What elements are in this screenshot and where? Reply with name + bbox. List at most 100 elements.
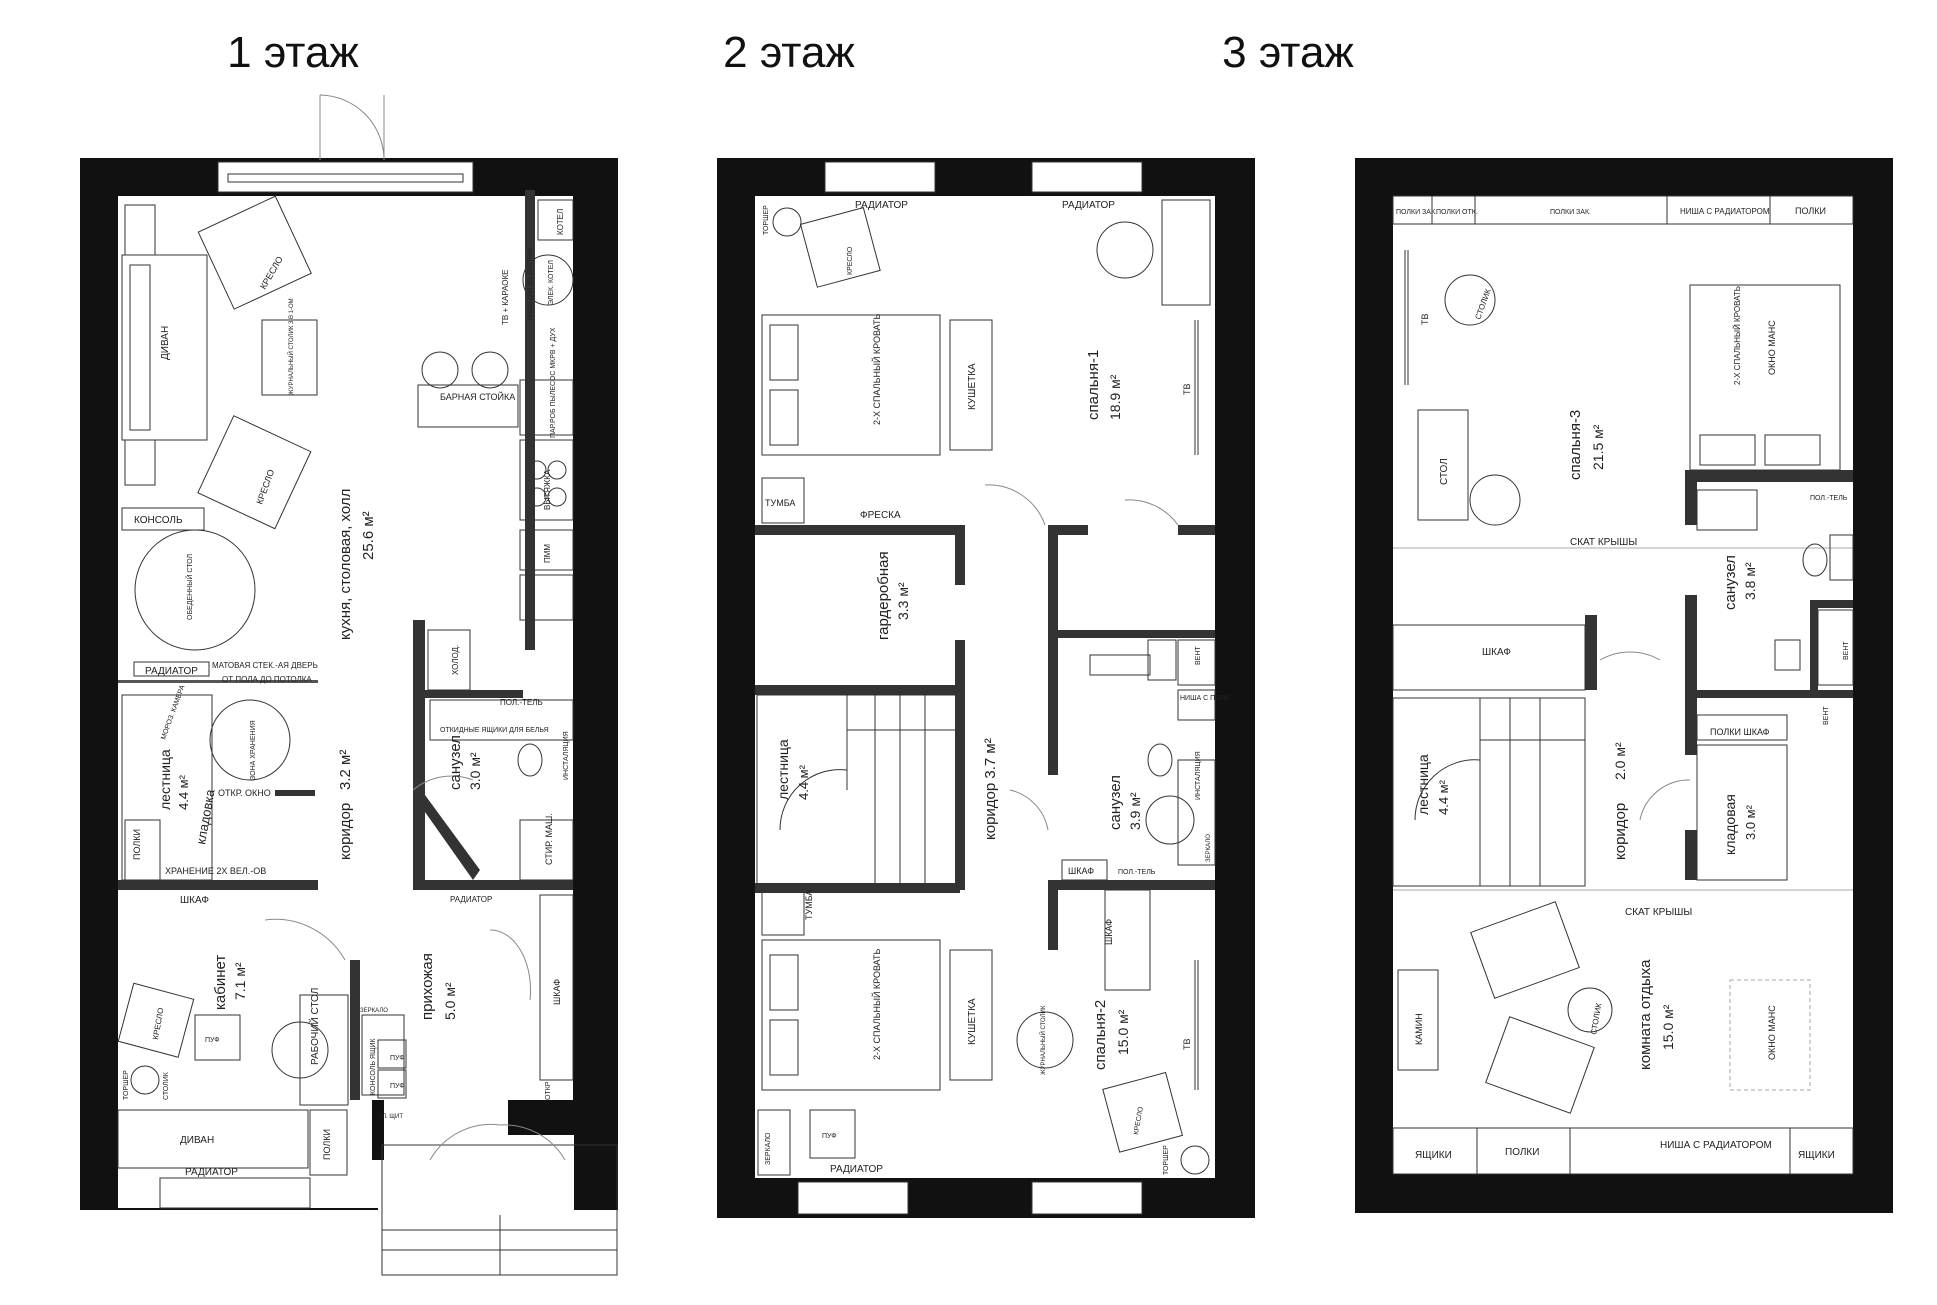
f1-pouf-2: ПУФ — [390, 1055, 405, 1062]
f2-towel: ПОЛ.-ТЕЛЬ — [1118, 869, 1156, 876]
f2-couch-2: КУШЕТКА — [967, 998, 978, 1045]
f2-nightstand-1: ТУМБА — [765, 498, 795, 508]
f3-lounge-area: 15.0 м² — [1660, 1004, 1676, 1050]
f1-office: кабинет — [212, 955, 229, 1010]
f3-shelves-closed-2: ПОЛКИ ЗАК. — [1550, 209, 1591, 216]
f2-stairs: лестница — [775, 739, 791, 800]
f3-towel: ПОЛ.-ТЕЛЬ — [1810, 495, 1848, 502]
f2-bed1: спальня-1 — [1085, 350, 1102, 420]
f2-double-bed-2: 2-Х СПАЛЬНЫЙ КРОВАТЬ — [871, 949, 882, 1060]
f3-lounge: комната отдыха — [1637, 959, 1654, 1070]
f3-double-bed: 2-Х СПАЛЬНЫЙ КРОВАТЬ — [1733, 286, 1742, 385]
f1-mirror: ЗЕРКАЛО — [360, 1008, 388, 1014]
f3-stairs-area: 4.4 м² — [1436, 779, 1451, 815]
f2-pouf: ПУФ — [822, 1133, 837, 1140]
f3-storage-area: 3.0 м² — [1743, 804, 1758, 840]
f3-shelves-closed: ПОЛКИ ЗАК. — [1396, 209, 1437, 216]
f1-open-niche: ОТКР. ОКНО — [218, 788, 271, 798]
f2-niche: НИША С ПОЛК. — [1180, 695, 1231, 702]
f3-roof-1: СКАТ КРЫШЫ — [1570, 537, 1637, 548]
f1-corridor: коридор — [337, 803, 354, 860]
f2-bed2: спальня-2 — [1092, 1000, 1109, 1070]
f3-shelves-bottom: ПОЛКИ — [1505, 1147, 1539, 1158]
f1-shelves-2: ПОЛКИ — [322, 1129, 332, 1160]
f1-radiator: РАДИАТОР — [145, 666, 198, 677]
f1-bath: санузел — [447, 735, 464, 790]
f3-bed3: спальня-3 — [1567, 410, 1584, 480]
f1-kitchen-area: 25.6 м² — [360, 511, 377, 560]
f1-appliances: ПАР.РОБ ПЫЛЕСОС МКРВ + ДУХ — [550, 327, 557, 438]
f3-bath-area: 3.8 м² — [1742, 562, 1758, 600]
f3-wardrobe: ШКАФ — [1482, 647, 1511, 658]
f1-washer: СТИР. МАШ. — [544, 813, 554, 865]
f3-fireplace: КАМИН — [1414, 1013, 1424, 1045]
f1-desk: РАБОЧИЙ СТОЛ — [308, 988, 321, 1065]
f1-kitchen-label: кухня, столовая, холл — [337, 489, 354, 640]
f1-pouf-3: ПУФ — [390, 1083, 405, 1090]
f1-boiler: КОТЕЛ — [556, 209, 565, 235]
f2-floor-lamp-2: ТОРШЕР — [1163, 1145, 1170, 1175]
floor-2-plan — [717, 158, 1255, 1218]
f2-tv-2: ТВ — [1182, 1038, 1192, 1050]
f1-stairs: лестница — [157, 749, 173, 810]
f1-tv-karaoke: ТВ + КАРАОКЕ — [501, 269, 510, 325]
f3-niche-radiator-2: НИША С РАДИАТОРОМ — [1660, 1140, 1772, 1151]
f1-radiator-hall: РАДИАТОР — [450, 895, 492, 904]
f3-window-2: ОКНО МАНС — [1767, 1005, 1777, 1060]
f3-vent: ВЕНТ — [1843, 641, 1850, 660]
f1-hall: прихожая — [419, 953, 436, 1020]
f1-open: ОТКР — [545, 1081, 552, 1100]
f1-office-area: 7.1 м² — [232, 962, 248, 1000]
f1-coffee-table: ЖУРНАЛЬНЫЙ СТОЛИК 3 В 1-ОМ — [287, 298, 295, 395]
f1-floor-lamp: ТОРШЕР — [123, 1070, 130, 1100]
f1-radiator-bottom: РАДИАТОР — [185, 1167, 238, 1178]
f2-wardrobe: ШКАФ — [1104, 919, 1114, 945]
f2-bed1-area: 18.9 м² — [1107, 374, 1123, 420]
f2-corridor: коридор 3.7 м² — [982, 738, 999, 840]
f3-bath: санузел — [1722, 555, 1739, 610]
floor-3-title: 3 этаж — [1222, 28, 1354, 77]
f2-wardrobe-small: ШКАФ — [1068, 866, 1094, 876]
f2-bed2-area: 15.0 м² — [1115, 1009, 1131, 1055]
f3-shelves-open: ПОЛКИ ОТК. — [1436, 209, 1478, 216]
f2-double-bed: 2-Х СПАЛЬНЫЙ КРОВАТЬ — [871, 314, 882, 425]
f1-towel: ПОЛ.-ТЕЛЬ — [500, 698, 543, 707]
f2-radiator-3: РАДИАТОР — [830, 1164, 883, 1175]
f1-installation: ИНСТАЛЯЦИЯ — [563, 731, 570, 780]
f2-bath-area: 3.9 м² — [1127, 792, 1143, 830]
f3-window: ОКНО МАНС — [1767, 320, 1777, 375]
floor-1-title: 1 этаж — [227, 28, 359, 77]
f1-pouf: ПУФ — [205, 1037, 220, 1044]
f1-dishwasher: ПММ — [543, 544, 552, 563]
f3-corridor-area: 2.0 м² — [1612, 742, 1628, 780]
f1-bar: БАРНАЯ СТОЙКА — [440, 391, 515, 402]
f2-wardrobe-room: гардеробная — [875, 551, 892, 640]
f1-console-box: КОНСОЛЬ ЯЩИК — [370, 1037, 377, 1095]
f2-installation: ИНСТАЛЯЦИЯ — [1195, 751, 1202, 800]
f3-tv: ТВ — [1420, 313, 1430, 325]
f1-sofa: ДИВАН — [160, 326, 171, 360]
f1-dining-table: ОБЕДЕННЫЙ СТОЛ — [185, 553, 194, 620]
f2-wardrobe-area: 3.3 м² — [895, 582, 911, 620]
f1-shelves: ПОЛКИ — [132, 829, 142, 860]
f3-storage: кладовая — [1722, 794, 1738, 855]
f3-stairs: лестница — [1415, 754, 1431, 815]
f3-vent-2: ВЕНТ — [1823, 706, 1830, 725]
f1-counter-niche: НИША ДЛЯ ЭЛ. СЧЕТЧИК — [528, 247, 534, 320]
f1-corridor-area: 3.2 м² — [337, 750, 354, 790]
f2-radiator-2: РАДИАТОР — [1062, 200, 1115, 211]
f1-drawers: ОТКИДНЫЕ ЯЩИКИ ДЛЯ БЕЛЬЯ — [440, 727, 549, 734]
f1-wardrobe: ШКАФ — [180, 895, 209, 906]
f1-el-boiler: ЭЛЕК. КОТЕЛ — [548, 260, 555, 305]
f2-coffee: ЖУРНАЛЬНЫЙ СТОЛИК — [1039, 1005, 1047, 1075]
f1-bath-area: 3.0 м² — [467, 752, 483, 790]
f2-couch: КУШЕТКА — [967, 363, 978, 410]
f1-floor-ceiling: ОТ ПОЛА ДО ПОТОЛКА — [222, 675, 312, 684]
f1-glass-door: МАТОВАЯ СТЕК.-АЯ ДВЕРЬ — [212, 661, 318, 670]
f3-table: СТОЛ — [1439, 458, 1450, 485]
f3-shelves-wardrobe: ПОЛКИ ШКАФ — [1710, 727, 1770, 737]
f2-armchair-2: КРЕСЛО — [1133, 1106, 1145, 1136]
f2-tv-1: ТВ — [1182, 383, 1192, 395]
f3-shelves: ПОЛКИ — [1795, 206, 1826, 216]
